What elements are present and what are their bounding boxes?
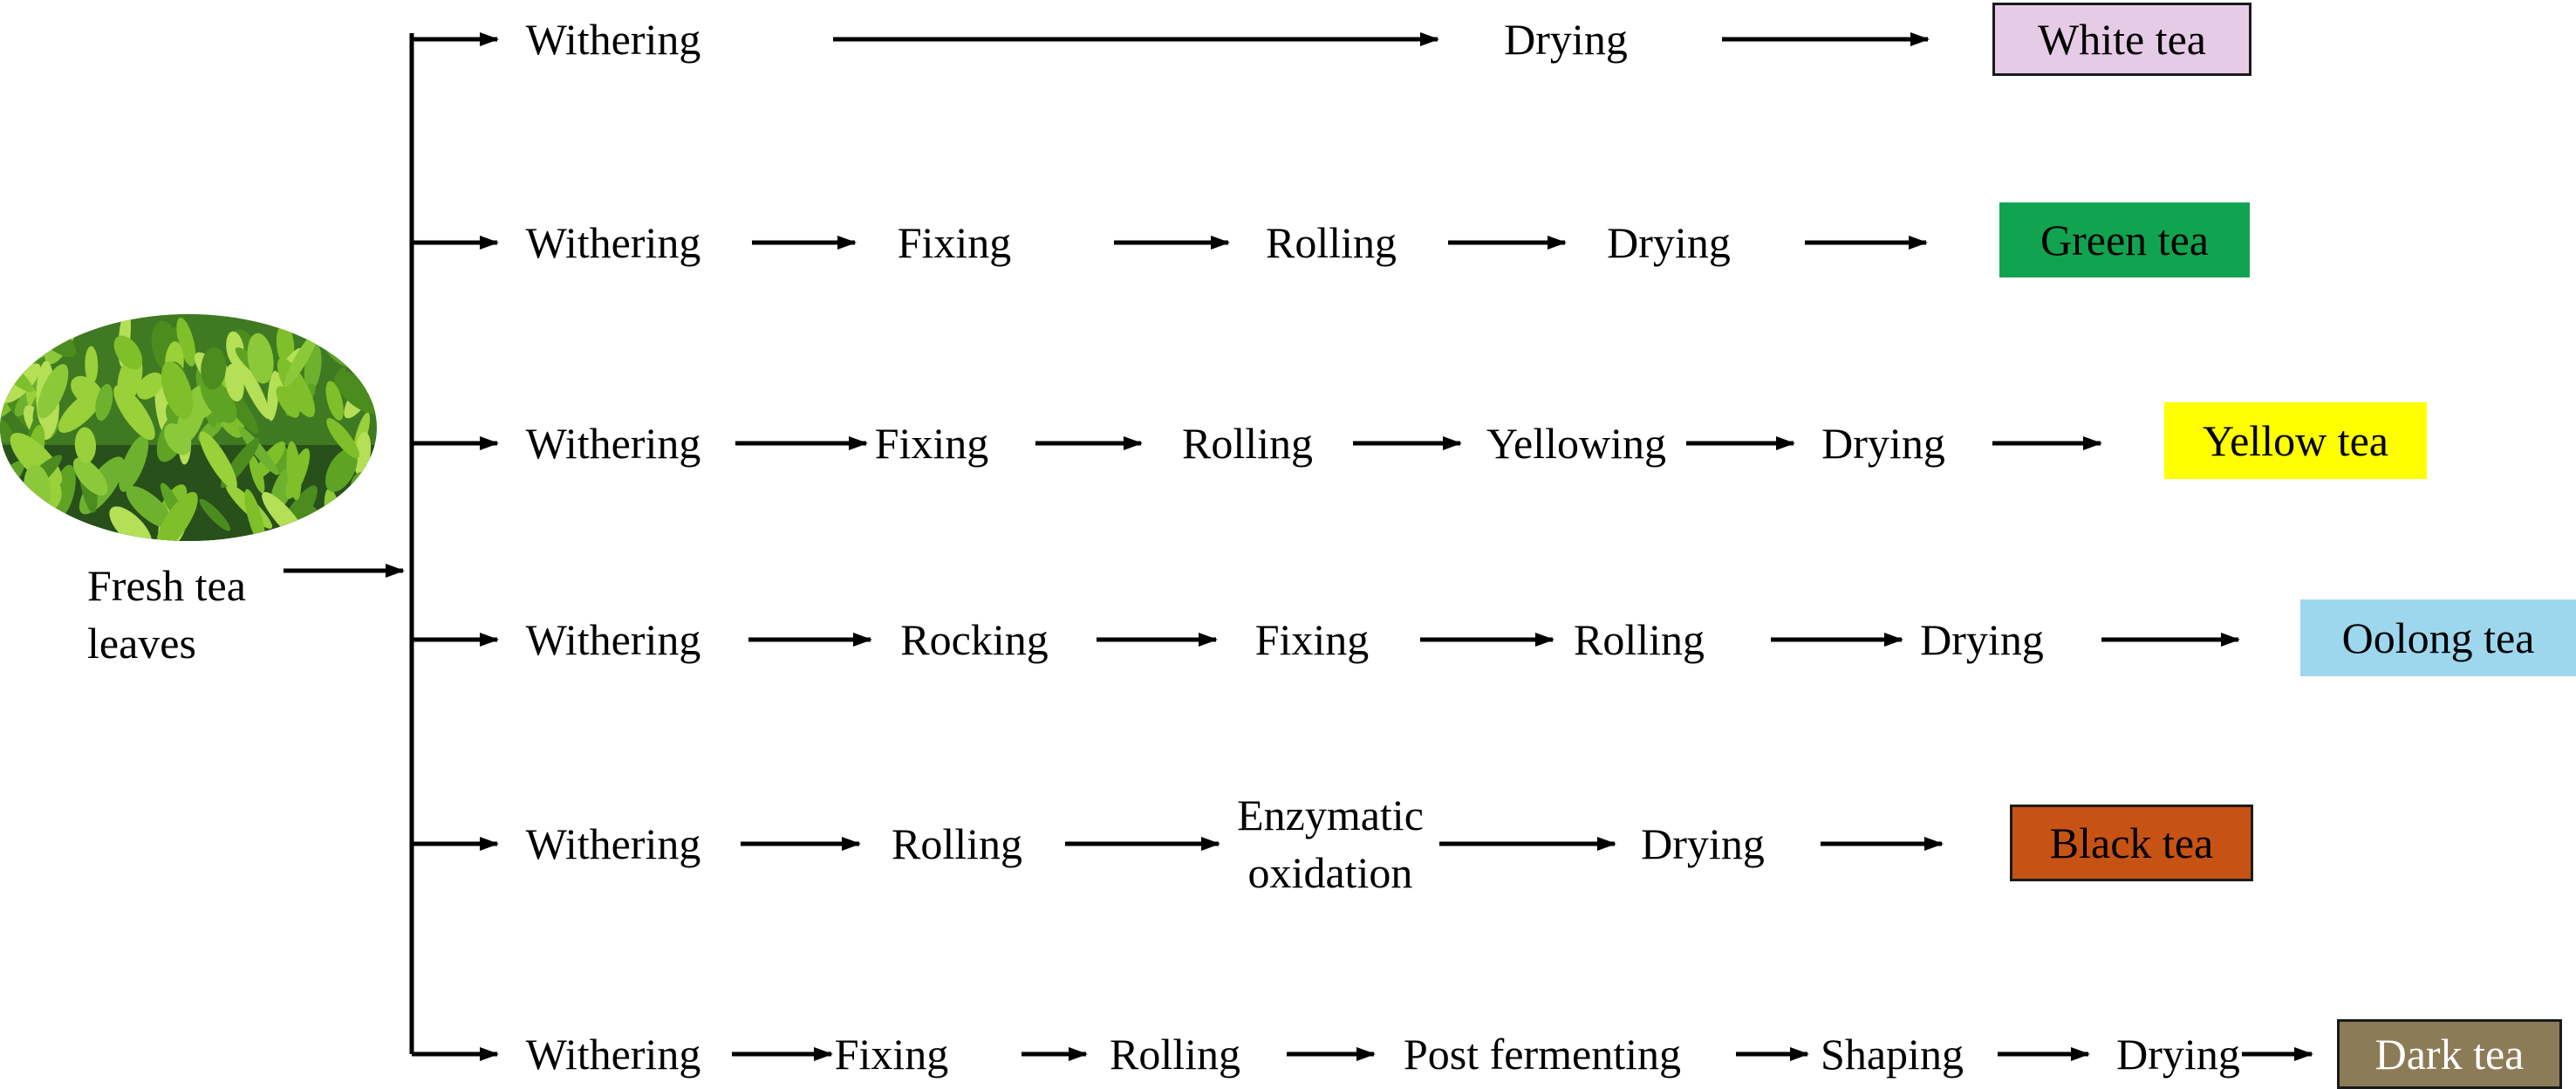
tea-leaf [286, 441, 302, 501]
tea-leaf [113, 385, 155, 441]
tea-leaf [136, 372, 164, 400]
tea-product-box: Black tea [2010, 805, 2253, 881]
source-line-2: leaves [87, 619, 196, 668]
tea-leaf [161, 360, 194, 420]
process-step: Enzymatic oxidation [1237, 791, 1424, 897]
process-step: Withering [525, 1030, 701, 1079]
process-step: Fixing [874, 419, 989, 468]
process-step: Rolling [891, 819, 1023, 868]
process-step: Rolling [1265, 218, 1397, 267]
tea-leaf [0, 415, 13, 443]
process-step: Rolling [1109, 1030, 1241, 1079]
tea-leaf [326, 418, 359, 459]
tea-leaf [199, 498, 231, 531]
tea-leaf [325, 449, 358, 492]
source-line-1: Fresh tea [87, 561, 246, 610]
tea-leaf [37, 364, 69, 419]
process-step: Withering [525, 419, 701, 468]
process-step: Withering [525, 615, 701, 664]
tea-leaf [284, 330, 318, 387]
process-step: Withering [525, 15, 701, 64]
process-step: Fixing [897, 218, 1012, 267]
process-step: Withering [525, 819, 701, 868]
tea-leaf [85, 346, 99, 384]
tea-product-box: Dark tea [2337, 1019, 2562, 1089]
process-step: Drying [1504, 15, 1628, 64]
source-label: Fresh tea leaves [87, 557, 246, 672]
process-step: Post fermenting [1403, 1030, 1682, 1079]
tea-leaf [277, 358, 316, 418]
process-step: Drying [1641, 819, 1765, 868]
tea-leaf [247, 332, 274, 384]
tea-leaf [176, 385, 208, 444]
tea-leaf [249, 454, 265, 494]
tea-leaf [113, 335, 143, 370]
tea-leaf [224, 363, 244, 402]
tea-leaf [126, 485, 174, 529]
tea-leaf [334, 371, 377, 414]
process-step: Rolling [1573, 615, 1705, 664]
process-step: Shaping [1821, 1030, 1964, 1079]
tea-leaf [176, 318, 196, 366]
tea-product-box: White tea [1992, 3, 2251, 76]
tea-leaves-photo [0, 314, 377, 541]
process-step: Yellowing [1486, 419, 1667, 468]
tea-leaf [199, 431, 237, 490]
tea-product-box: Yellow tea [2164, 402, 2427, 479]
tea-leaf [72, 457, 108, 496]
process-step: Fixing [1254, 615, 1370, 664]
process-step: Rocking [900, 615, 1049, 664]
tea-leaf [325, 380, 344, 421]
process-step: Drying [1821, 419, 1945, 468]
tea-leaf [201, 346, 227, 390]
process-step: Drying [1607, 218, 1731, 267]
tea-leaf [156, 491, 198, 541]
tea-leaf [95, 383, 113, 421]
tea-product-box: Green tea [1999, 202, 2250, 277]
tea-leaf [119, 435, 149, 492]
tea-product-box: Oolong tea [2300, 599, 2576, 676]
tea-leaf [236, 357, 270, 420]
process-step: Rolling [1181, 419, 1314, 468]
process-step: Withering [525, 218, 701, 267]
process-step: Drying [1920, 615, 2044, 664]
process-step: Drying [2116, 1030, 2240, 1079]
tea-leaf [71, 375, 103, 407]
tea-leaf [238, 427, 279, 476]
tea-leaf [74, 427, 97, 463]
tea-leaf [276, 386, 300, 418]
process-step: Fixing [834, 1030, 949, 1079]
